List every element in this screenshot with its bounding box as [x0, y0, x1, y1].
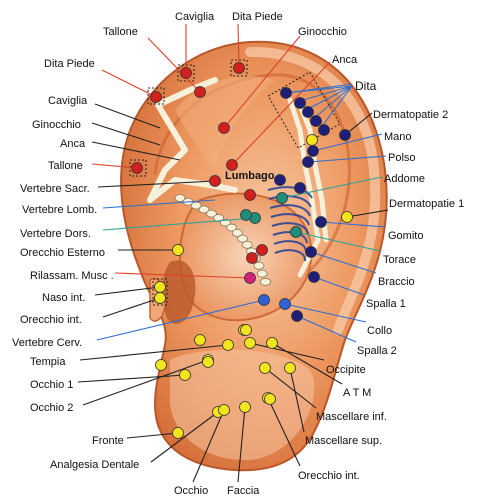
label-mascellare-sup: Mascellare sup.	[305, 435, 382, 447]
label-torace: Torace	[383, 254, 416, 266]
label-braccio: Braccio	[378, 276, 415, 288]
acupuncture-point	[281, 88, 292, 99]
acupuncture-point	[210, 176, 221, 187]
acupuncture-point	[307, 135, 318, 146]
acupuncture-point	[280, 299, 291, 310]
label-analgesia-dentale: Analgesia Dentale	[50, 459, 139, 471]
label-vertebre-lomb: Vertebre Lomb.	[22, 204, 97, 216]
label-tempia: Tempia	[30, 356, 65, 368]
acupuncture-point	[219, 123, 230, 134]
acupuncture-point	[203, 357, 214, 368]
acupuncture-point	[155, 282, 166, 293]
acupuncture-point	[181, 68, 192, 79]
acupuncture-point	[195, 87, 206, 98]
acupuncture-point	[245, 190, 256, 201]
label-mano: Mano	[384, 131, 412, 143]
vertebra	[254, 262, 264, 269]
acupuncture-point	[132, 163, 143, 174]
label-naso-int: Naso int.	[42, 292, 85, 304]
acupuncture-point	[340, 130, 351, 141]
acupuncture-point	[234, 63, 245, 74]
label-occhio-2: Occhio 2	[30, 402, 73, 414]
acupuncture-point	[303, 107, 314, 118]
label-spalla-2: Spalla 2	[357, 345, 397, 357]
label-collo: Collo	[367, 325, 392, 337]
label-occhio: Occhio	[174, 485, 208, 497]
acupuncture-point	[241, 210, 252, 221]
label-ginocchio-left: Ginocchio	[32, 119, 81, 131]
acupuncture-point	[267, 338, 278, 349]
label-dermatopatie-2: Dermatopatie 2	[373, 109, 448, 121]
label-orecchio-int-bottom: Orecchio int.	[298, 470, 360, 482]
acupuncture-point	[156, 360, 167, 371]
acupuncture-point	[257, 245, 268, 256]
acupuncture-point	[277, 193, 288, 204]
label-tallone-top: Tallone	[103, 26, 138, 38]
acupuncture-point	[260, 363, 271, 374]
label-dermatopatie-1: Dermatopatie 1	[389, 198, 464, 210]
label-ginocchio-top: Ginocchio	[298, 26, 347, 38]
label-dita-piede-left: Dita Piede	[44, 58, 95, 70]
acupuncture-point	[285, 363, 296, 374]
acupuncture-point	[265, 394, 276, 405]
label-atm: A T M	[343, 387, 371, 399]
label-orecchio-esterno: Orecchio Esterno	[20, 247, 105, 259]
acupuncture-point	[306, 247, 317, 258]
acupuncture-point	[173, 428, 184, 439]
label-dita-piede-top: Dita Piede	[232, 11, 283, 23]
label-occipite: Occipite	[326, 364, 366, 376]
label-occhio-1: Occhio 1	[30, 379, 73, 391]
label-gomito: Gomito	[388, 230, 423, 242]
label-rilassam-musc: Rilassam. Musc .	[30, 270, 114, 282]
acupuncture-point	[291, 227, 302, 238]
label-addome: Addome	[384, 173, 425, 185]
acupuncture-point	[195, 335, 206, 346]
acupuncture-point	[303, 157, 314, 168]
leader-line	[102, 70, 156, 97]
label-anca-left: Anca	[60, 138, 85, 150]
acupuncture-point	[295, 98, 306, 109]
acupuncture-point	[155, 293, 166, 304]
acupuncture-point	[240, 402, 251, 413]
label-faccia: Faccia	[227, 485, 259, 497]
label-polso: Polso	[388, 152, 416, 164]
label-vertebre-dors: Vertebre Dors.	[20, 228, 91, 240]
vertebra	[260, 278, 270, 285]
acupuncture-point	[245, 338, 256, 349]
acupuncture-point	[245, 273, 256, 284]
acupuncture-point	[259, 295, 270, 306]
acupuncture-point	[241, 325, 252, 336]
acupuncture-point	[295, 183, 306, 194]
acupuncture-point	[219, 405, 230, 416]
label-tallone-left: Tallone	[48, 160, 83, 172]
acupuncture-point	[151, 92, 162, 103]
acupuncture-point	[227, 160, 238, 171]
acupuncture-point	[319, 125, 330, 136]
acupuncture-point	[247, 253, 258, 264]
vertebra	[242, 241, 252, 248]
label-lumbago: Lumbago	[225, 170, 275, 182]
acupuncture-point	[342, 212, 353, 223]
vertebra	[257, 270, 267, 277]
acupuncture-point	[180, 370, 191, 381]
label-spalla-1: Spalla 1	[366, 298, 406, 310]
label-fronte: Fronte	[92, 435, 124, 447]
acupuncture-point	[292, 311, 303, 322]
label-mascellare-inf: Mascellare inf.	[316, 411, 387, 423]
label-caviglia-left: Caviglia	[48, 95, 87, 107]
label-vertebre-sacr: Vertebre Sacr.	[20, 183, 90, 195]
label-vertebre-cerv: Vertebre Cerv.	[12, 337, 82, 349]
acupuncture-point	[223, 340, 234, 351]
acupuncture-point	[275, 175, 286, 186]
acupuncture-point	[173, 245, 184, 256]
label-caviglia-top: Caviglia	[175, 11, 214, 23]
label-dita: Dita	[355, 80, 376, 92]
acupuncture-point	[309, 272, 320, 283]
label-anca-top: Anca	[332, 54, 357, 66]
label-orecchio-int-left: Orecchio int.	[20, 314, 82, 326]
acupuncture-point	[311, 116, 322, 127]
acupuncture-point	[308, 146, 319, 157]
acupuncture-point	[316, 217, 327, 228]
